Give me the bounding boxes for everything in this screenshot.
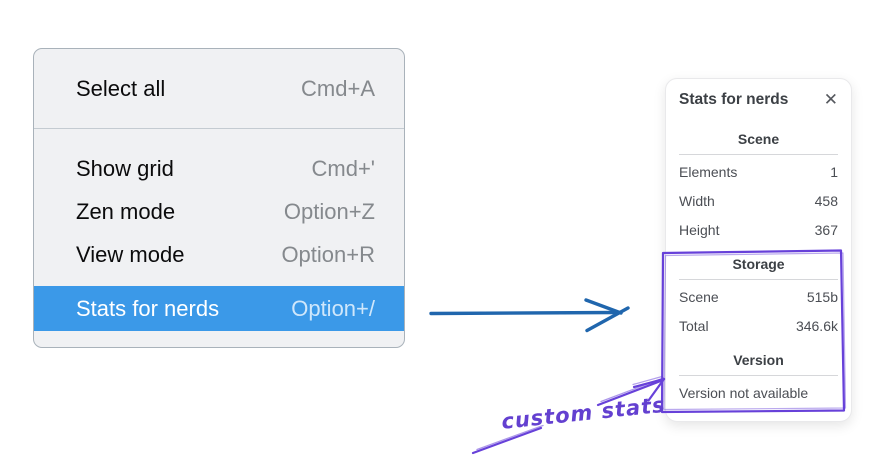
stat-row-total-size: Total 346.6k (679, 311, 838, 340)
menu-item-shortcut: Option+R (281, 241, 375, 267)
section-heading-storage: Storage (732, 256, 785, 272)
blue-arrow (429, 298, 630, 333)
menu-item-label: Show grid (76, 155, 174, 181)
section-divider (679, 375, 838, 376)
menu-item-select-all[interactable]: Select all Cmd+A (34, 68, 404, 110)
menu-item-stats-for-nerds[interactable]: Stats for nerds Option+/ (34, 286, 404, 331)
section-divider (679, 279, 838, 280)
menu-item-label: Select all (76, 76, 166, 101)
menu-item-shortcut: Option+/ (291, 295, 375, 321)
stat-row-height: Height 367 (679, 215, 838, 244)
menu-item-shortcut: Cmd+A (301, 76, 375, 101)
section-heading-version: Version (733, 352, 784, 368)
stat-value: 515b (806, 288, 838, 305)
stat-value: 458 (814, 192, 838, 209)
menu-divider (34, 128, 404, 129)
stat-value: 346.6k (795, 317, 838, 334)
menu-item-zen-mode[interactable]: Zen mode Option+Z (34, 190, 404, 233)
stat-value: 1 (830, 163, 838, 180)
menu-item-show-grid[interactable]: Show grid Cmd+' (34, 147, 404, 190)
stat-label: Width (679, 192, 715, 209)
stats-panel-header: Stats for nerds ✕ (679, 87, 838, 113)
stats-panel-title: Stats for nerds (679, 91, 789, 108)
stats-panel: Stats for nerds ✕ Scene Elements 1 Width… (665, 78, 852, 422)
stat-value: 367 (814, 221, 838, 238)
menu-item-label: Zen mode (76, 198, 176, 224)
close-icon[interactable]: ✕ (823, 89, 838, 110)
stat-label: Height (679, 221, 720, 238)
section-divider (679, 154, 838, 155)
menu-item-view-mode[interactable]: View mode Option+R (34, 233, 404, 276)
context-menu: Select all Cmd+A Show grid Cmd+' Zen mod… (33, 48, 405, 348)
menu-item-shortcut: Cmd+' (311, 155, 376, 181)
version-note: Version not available (679, 385, 809, 401)
annotation-arrow (471, 375, 666, 455)
stat-row-elements: Elements 1 (679, 157, 838, 186)
menu-item-label: View mode (76, 241, 185, 267)
menu-item-label: Stats for nerds (76, 295, 220, 321)
section-heading-scene: Scene (737, 131, 780, 147)
annotation-label: custom stats (500, 392, 667, 434)
stat-row-scene-size: Scene 515b (679, 282, 838, 311)
stat-label: Total (679, 317, 709, 334)
stat-row-width: Width 458 (679, 186, 838, 215)
stat-label: Elements (679, 163, 738, 180)
stat-label: Scene (679, 288, 719, 305)
menu-item-shortcut: Option+Z (283, 198, 375, 224)
